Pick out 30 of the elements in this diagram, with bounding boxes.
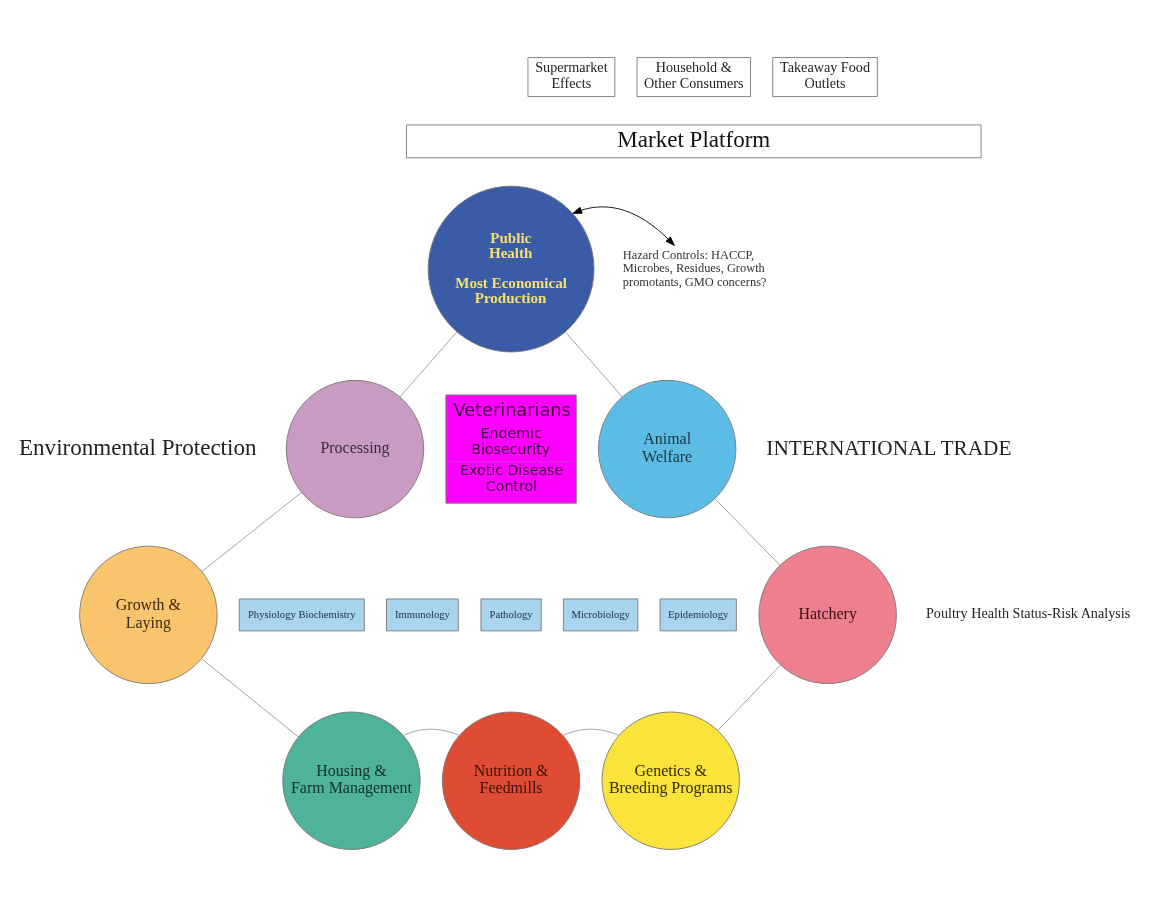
node-box: Pathology xyxy=(480,598,542,631)
connector xyxy=(562,728,620,736)
connector xyxy=(403,728,460,736)
node-circle: Genetics & Breeding Programs xyxy=(601,711,740,850)
arrow xyxy=(572,205,675,246)
node-box: Household & Other Consumers xyxy=(636,56,751,97)
node-box: Supermarket Effects xyxy=(527,56,616,97)
connector xyxy=(399,331,458,397)
node-circle: Public Health Most Economical Production xyxy=(427,185,595,352)
node-box: Immunology xyxy=(386,598,459,631)
node-box: Takeaway Food Outlets xyxy=(772,56,878,97)
label: Environmental Protection xyxy=(19,433,257,460)
connector xyxy=(201,491,302,572)
node-box: Microbiology xyxy=(562,598,639,631)
connector xyxy=(201,657,299,737)
node-box: Epidemiology xyxy=(659,598,737,631)
node-circle: Hatchery xyxy=(758,545,897,684)
connector xyxy=(714,497,781,566)
node-text: Hazard Controls: HACCP, Microbes, Residues, Growth promotants, GMO concerns? xyxy=(622,247,767,289)
label: INTERNATIONAL TRADE xyxy=(766,435,1012,460)
node-circle: Growth & Laying xyxy=(79,545,218,684)
node-box: Physiology Biochemistry xyxy=(238,598,365,631)
node-circle: Animal Welfare xyxy=(598,379,737,518)
connector xyxy=(565,331,623,397)
node-circle: Housing & Farm Management xyxy=(282,711,421,850)
node-circle: Processing xyxy=(285,379,425,518)
node-circle: Nutrition & Feedmills xyxy=(441,711,581,850)
label: Poultry Health Status-Risk Analysis xyxy=(925,604,1131,621)
node-box: Market Platform xyxy=(406,124,982,158)
connector xyxy=(717,664,782,731)
